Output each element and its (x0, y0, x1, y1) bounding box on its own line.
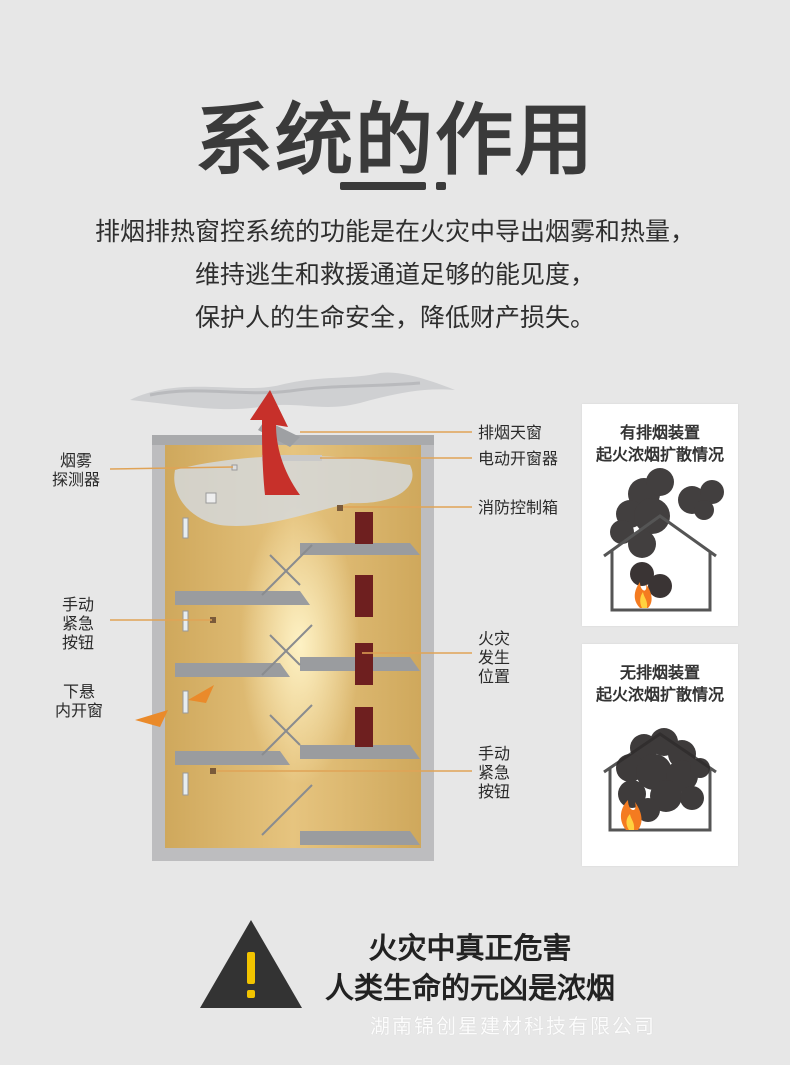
panel-with-device-title-1: 有排烟装置 (619, 423, 700, 442)
warning-text: 火灾中真正危害 人类生命的元凶是浓烟 (310, 928, 630, 1008)
panel-with-device: 有排烟装置 起火浓烟扩散情况 (582, 404, 738, 626)
label-electric-opener: 电动开窗器 (478, 449, 559, 468)
label-smoke-skylight: 排烟天窗 (478, 423, 543, 442)
label-smoke-detector-1: 烟雾 (60, 451, 93, 470)
label-manual-button-right-1: 手动 (478, 744, 511, 763)
intro-line-1: 排烟排热窗控系统的功能是在火灾中导出烟雾和热量， (94, 217, 695, 246)
label-inward-window: 下悬 内开窗 (55, 682, 103, 720)
panel-without-device-title-1: 无排烟装置 (619, 663, 700, 682)
label-fire-location-1: 火灾 (478, 629, 511, 648)
warning-triangle-icon (196, 916, 306, 1012)
label-manual-button-left: 手动 紧急 按钮 (62, 595, 94, 652)
intro-text: 排烟排热窗控系统的功能是在火灾中导出烟雾和热量， 维持逃生和救援通道足够的能见度… (0, 210, 790, 339)
warning-line-2: 人类生命的元凶是浓烟 (324, 971, 615, 1005)
label-manual-button-left-2: 紧急 (62, 614, 95, 633)
panel-without-device: 无排烟装置 起火浓烟扩散情况 (582, 644, 738, 866)
intro-line-2: 维持逃生和救援通道足够的能见度， (194, 260, 595, 289)
label-inward-window-2: 内开窗 (55, 701, 104, 720)
label-manual-button-right-2: 紧急 (478, 763, 511, 782)
label-fire-location-2: 发生 (478, 648, 511, 667)
label-manual-button-right: 手动 紧急 按钮 (478, 744, 510, 801)
warning-line-1: 火灾中真正危害 (368, 931, 572, 965)
intro-line-3: 保护人的生命安全，降低财产损失。 (194, 303, 595, 332)
label-fire-control-box: 消防控制箱 (478, 498, 559, 517)
panel-without-device-title: 无排烟装置 起火浓烟扩散情况 (582, 662, 738, 706)
building-diagram: 排烟天窗 电动开窗器 消防控制箱 火灾 发生 位置 手动 紧急 按钮 烟雾 探测… (0, 355, 790, 885)
building-illustration (109, 372, 472, 861)
flame-icon (634, 582, 652, 608)
title-divider (340, 182, 426, 190)
house-smoke-icon (603, 468, 724, 612)
panel-with-device-title-2: 起火浓烟扩散情况 (595, 445, 724, 464)
page-title: 系统的作用 (194, 96, 595, 186)
label-inward-window-1: 下悬 (63, 682, 96, 701)
label-manual-button-left-3: 按钮 (62, 633, 95, 652)
watermark: 湖南锦创星建材科技有限公司 (370, 1014, 656, 1038)
label-fire-location-3: 位置 (478, 667, 511, 686)
label-manual-button-left-1: 手动 (62, 595, 95, 614)
label-manual-button-right-3: 按钮 (478, 782, 511, 801)
label-smoke-detector: 烟雾 探测器 (52, 451, 100, 489)
flame-icon (620, 800, 642, 830)
house-smoke-icon (603, 728, 717, 832)
panel-without-device-title-2: 起火浓烟扩散情况 (595, 685, 724, 704)
label-fire-location: 火灾 发生 位置 (478, 629, 510, 686)
label-smoke-detector-2: 探测器 (52, 470, 101, 489)
panel-with-device-title: 有排烟装置 起火浓烟扩散情况 (582, 422, 738, 466)
title-divider-dot (436, 182, 446, 190)
